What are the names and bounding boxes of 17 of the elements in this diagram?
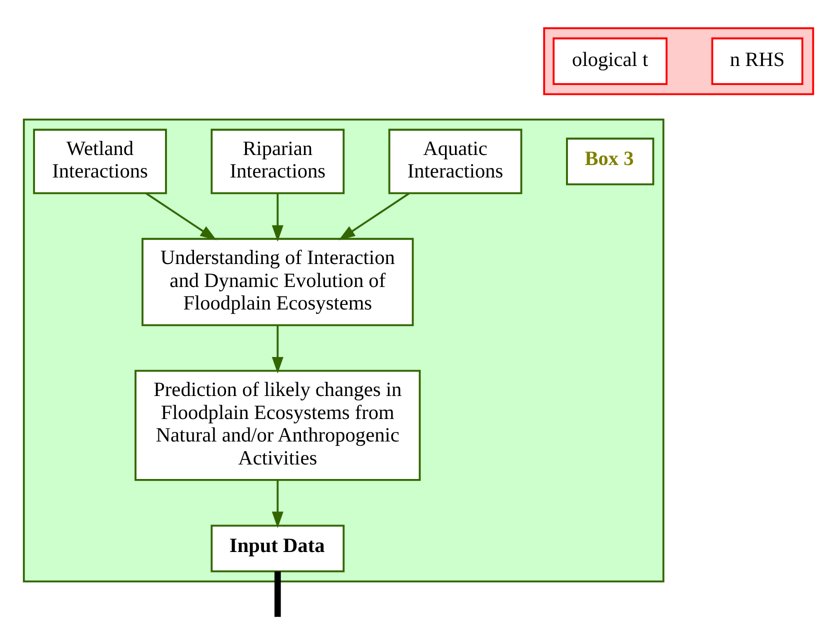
arrow: [272, 325, 284, 374]
node-box: n RHS: [711, 37, 804, 86]
node-box: Input Data: [210, 524, 345, 572]
cluster: [543, 27, 814, 96]
node-box: ological t: [552, 37, 668, 86]
node-box: Understanding of Interaction and Dynamic Evolution of Floodplain Ecosystems: [142, 238, 414, 326]
connector: [274, 571, 281, 617]
cluster: [22, 118, 664, 582]
arrow: [272, 194, 284, 242]
node-box: Prediction of likely changes in Floodplain Ecosystems from Natural and/or Anthropogenic Activities: [134, 370, 421, 481]
arrow: [338, 192, 410, 240]
node-box: Riparian Interactions: [210, 128, 345, 194]
arrow: [272, 480, 284, 528]
arrow: [146, 192, 217, 240]
node-box: Box 3: [566, 138, 654, 186]
node-box: Wetland Interactions: [33, 128, 167, 194]
node-box: Aquatic Interactions: [388, 128, 522, 194]
